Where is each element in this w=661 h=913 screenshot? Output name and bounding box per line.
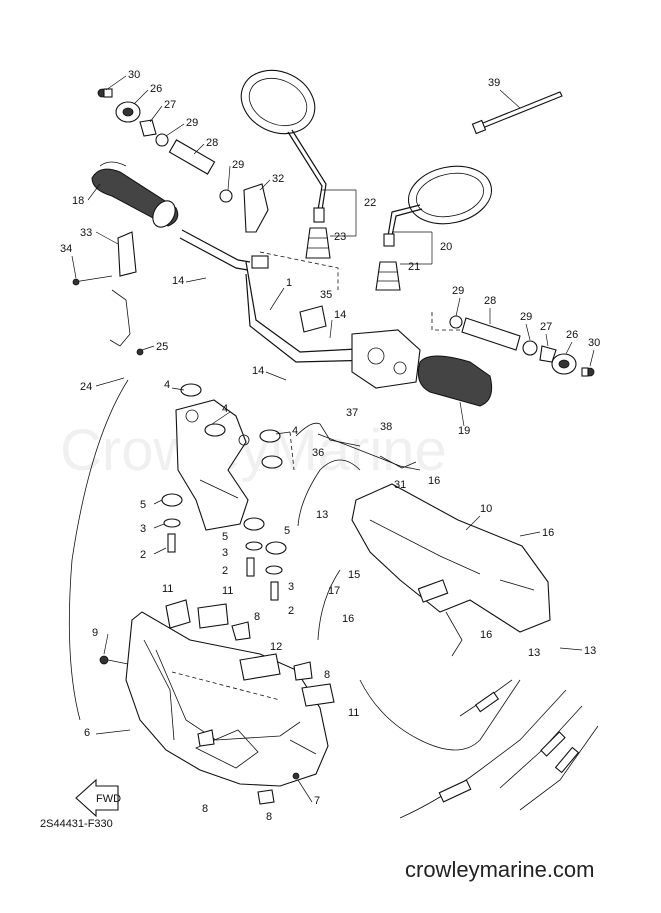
callout-16: 16 [342,613,354,625]
callout-2: 2 [222,565,228,577]
callout-13: 13 [316,509,328,521]
left-grip-assembly [72,88,269,286]
callout-8: 8 [202,803,208,815]
callout-3: 3 [140,523,146,535]
damper-stack-left [161,383,265,577]
left-mirror [240,69,331,259]
callout-32: 32 [272,173,284,185]
right-switch-assembly [351,315,595,407]
callout-8: 8 [266,811,272,823]
callout-12: 12 [270,641,282,653]
callout-31: 31 [394,479,406,491]
callout-27: 27 [540,321,552,333]
left-lever-bracket [68,289,144,721]
callout-18: 18 [72,195,84,207]
group-brackets [259,189,460,331]
callout-26: 26 [566,329,578,341]
callout-2: 2 [140,549,146,561]
right-mirror [375,165,493,291]
callout-11: 11 [162,583,173,595]
callout-29: 29 [452,285,464,297]
callout-4: 4 [164,379,170,391]
callout-29: 29 [520,311,532,323]
callout-10: 10 [480,503,492,515]
callout-9: 9 [92,627,98,639]
callout-8: 8 [324,669,330,681]
callout-7: 7 [314,795,320,807]
callout-30: 30 [588,337,600,349]
callout-17: 17 [328,585,340,597]
callout-36: 36 [312,447,324,459]
callout-2: 2 [288,605,294,617]
center-cables [289,422,421,471]
callout-30: 30 [128,69,140,81]
cable-tie [471,91,563,135]
main-cable-loop [297,459,521,751]
callout-14: 14 [172,275,184,287]
callout-35: 35 [320,289,332,301]
callout-16: 16 [542,527,554,539]
callout-39: 39 [488,77,500,89]
callout-21: 21 [408,261,420,273]
diagram-reference-code: 2S44431-F330 [40,818,113,830]
callout-3: 3 [288,581,294,593]
callout-5: 5 [140,499,146,511]
callout-27: 27 [164,99,176,111]
callout-14: 14 [252,365,264,377]
callout-11: 11 [348,707,359,719]
callout-37: 37 [346,407,358,419]
cowling-damper-blocks [99,599,335,805]
callout-26: 26 [150,83,162,95]
callout-5: 5 [284,525,290,537]
callout-4: 4 [222,403,228,415]
watermark: CrowleyMarine [60,418,447,483]
callout-13: 13 [528,647,540,659]
leader-lines [71,75,595,803]
handlebar-holder [175,399,250,531]
callout-19: 19 [458,425,470,437]
callout-29: 29 [186,117,198,129]
callout-3: 3 [222,547,228,559]
throttle-cables [399,679,599,819]
callout-numbers: 30 26 27 29 28 29 18 32 33 34 22 23 20 2… [60,69,600,823]
damper-stack-right [259,429,287,601]
callout-38: 38 [380,421,392,433]
callout-11: 11 [222,585,233,597]
callout-5: 5 [222,531,228,543]
callout-6: 6 [84,727,90,739]
cowling-stay [351,483,551,657]
callout-24: 24 [80,381,92,393]
callout-14: 14 [334,309,346,321]
callout-16: 16 [428,475,440,487]
fwd-arrow: FWD [75,778,121,818]
callout-1: 1 [286,277,292,289]
callout-15: 15 [348,569,360,581]
callout-16: 16 [480,629,492,641]
callout-20: 20 [440,241,452,253]
callout-25: 25 [156,341,168,353]
callout-4: 4 [292,425,298,437]
fwd-label: FWD [96,793,121,805]
callout-23: 23 [334,231,346,243]
callout-33: 33 [80,227,92,239]
site-url: crowleymarine.com [405,857,595,882]
front-cowling [125,611,329,787]
callout-29: 29 [232,159,244,171]
callout-22: 22 [364,197,376,209]
callout-8: 8 [254,611,260,623]
callout-28: 28 [484,295,496,307]
handlebar [179,229,377,363]
callout-13: 13 [584,645,596,657]
callout-28: 28 [206,137,218,149]
callout-34: 34 [60,243,72,255]
